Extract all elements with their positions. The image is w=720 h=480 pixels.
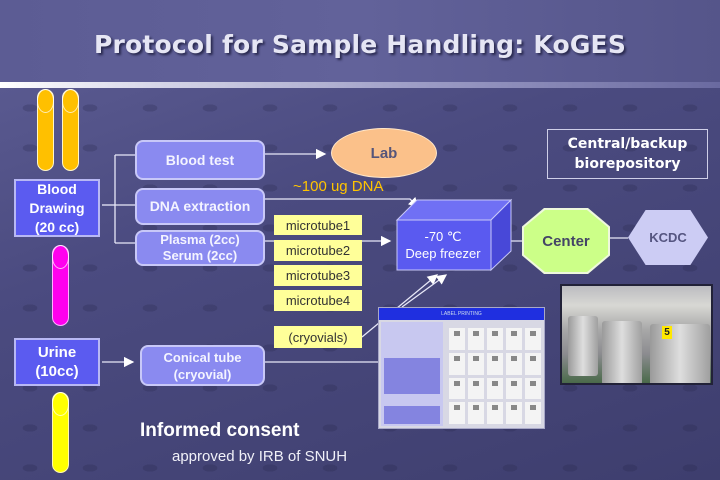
microtube-3-label: microtube3 <box>274 265 362 286</box>
blood-drawing-box: Blood Drawing (20 cc) <box>14 179 100 237</box>
freezer-label: -70 ℃ Deep freezer <box>398 228 488 262</box>
label-printing-left-panel <box>381 322 443 426</box>
urine-tube-pink-icon <box>52 245 69 326</box>
label-printing-input-panel <box>384 358 440 394</box>
plasma-serum-box: Plasma (2cc) Serum (2cc) <box>135 230 265 266</box>
conical-tube-box: Conical tube (cryovial) <box>140 345 265 386</box>
blood-tube-1-icon <box>37 89 54 171</box>
microtube-2-label: microtube2 <box>274 240 362 261</box>
microtube-1-label: microtube1 <box>274 215 362 235</box>
kcdc-hexagon: KCDC <box>628 210 708 265</box>
label-preview-grid <box>449 328 541 424</box>
dna-amount-note: ~100 ug DNA <box>293 178 384 195</box>
lab-ellipse: Lab <box>331 128 437 178</box>
microtube-4-label: microtube4 <box>274 290 362 311</box>
irb-approval-text: approved by IRB of SNUH <box>172 448 348 465</box>
dna-extraction-box: DNA extraction <box>135 188 265 225</box>
label-printing-software-screenshot: LABEL PRINTING <box>378 307 545 429</box>
urine-box: Urine (10cc) <box>14 338 100 386</box>
blood-tube-2-icon <box>62 89 79 171</box>
freezer-name: Deep freezer <box>405 246 481 261</box>
blood-test-box: Blood test <box>135 140 265 180</box>
slide-title: Protocol for Sample Handling: KoGES <box>93 30 627 59</box>
label-printing-titlebar: LABEL PRINTING <box>379 308 544 320</box>
cryovials-label: (cryovials) <box>274 326 362 348</box>
urine-tube-yellow-icon <box>52 392 69 473</box>
tank-number-tag: 5 <box>662 326 672 339</box>
freezer-temperature: -70 ℃ <box>424 229 462 244</box>
label-printing-button-panel <box>384 406 440 424</box>
central-backup-biorepository-label: Central/backup biorepository <box>547 129 708 179</box>
freezer-storage-photo: 5 <box>560 284 713 385</box>
center-octagon: Center <box>524 210 608 272</box>
slide-header <box>0 0 720 82</box>
title-divider <box>0 82 720 88</box>
informed-consent-heading: Informed consent <box>140 420 300 441</box>
